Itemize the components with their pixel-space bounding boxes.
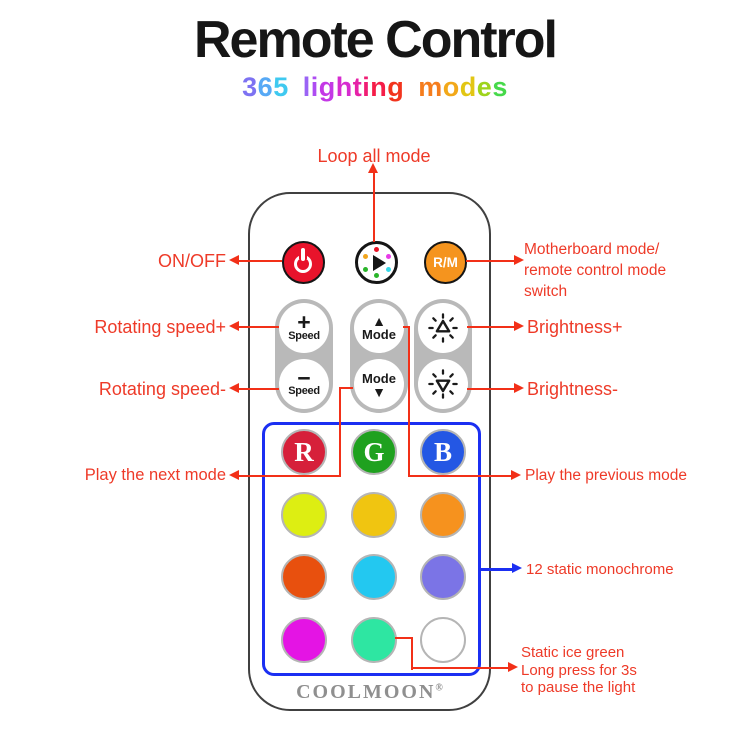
lower-right-color-dot [385, 266, 391, 272]
upper-left-color-dot [362, 253, 368, 259]
speed-minus-line [238, 388, 279, 390]
speed-button-group: + Speed − Speed [275, 299, 333, 413]
monochrome-line [480, 568, 513, 571]
page-title: Remote Control [194, 11, 558, 69]
mode-up-button[interactable]: ▲ Mode [354, 303, 404, 353]
brightness-minus-line [467, 388, 515, 390]
brightness-minus-arrow [514, 383, 524, 393]
magenta-color-button[interactable] [281, 617, 327, 663]
label-12-static-monochrome: 12 static monochrome [526, 561, 674, 578]
onoff-arrow [229, 255, 239, 265]
prev-mode-line [403, 326, 410, 328]
label-rotating-speed-plus: Rotating speed+ [94, 317, 226, 337]
bottom-color-dot [374, 273, 379, 278]
brand-text: COOLMOON [296, 681, 436, 703]
label-motherboard-mode: Motherboard mode/ remote control mode sw… [524, 241, 667, 300]
plus-icon: + [297, 308, 311, 335]
gold-color-button[interactable] [351, 492, 397, 538]
label-loop-all-mode: Loop all mode [317, 146, 431, 166]
next-mode-arrow [229, 470, 239, 480]
motherboard-arrow [514, 255, 524, 265]
orange-color-button[interactable] [420, 492, 466, 538]
white-color-button[interactable] [420, 617, 466, 663]
label-rotating-speed-minus: Rotating speed- [98, 379, 226, 399]
ice-green-line [395, 637, 413, 639]
b-color-button[interactable]: B [420, 429, 466, 475]
triangle-down-icon: ▼ [372, 383, 386, 400]
brightness-down-icon [428, 369, 458, 399]
top-color-dot [374, 247, 379, 252]
bright-yellow-color-button[interactable] [281, 492, 327, 538]
g-color-button[interactable]: G [351, 429, 397, 475]
violet-color-button[interactable] [420, 554, 466, 600]
label-brightness-plus: Brightness+ [527, 317, 623, 337]
monochrome-arrow [512, 563, 522, 573]
rm-mode-switch-button[interactable]: R/M [424, 241, 467, 284]
orange-red-color-button[interactable] [281, 554, 327, 600]
brightness-plus-arrow [514, 321, 524, 331]
speed-plus-line [238, 326, 279, 328]
loop-arrow [368, 163, 378, 173]
prev-mode-arrow [511, 470, 521, 480]
mode-down-button[interactable]: Mode ▼ [354, 359, 404, 409]
play-icon [373, 254, 386, 271]
brightness-plus-button[interactable] [418, 303, 468, 353]
subtitle-word: lighting [302, 72, 405, 102]
subtitle-word: 365 [242, 72, 289, 102]
brand-logo: COOLMOON® [248, 681, 491, 704]
label-static-ice-green: Static ice green Long press for 3s to pa… [521, 644, 637, 696]
label-on-off: ON/OFF [158, 251, 226, 271]
ice-green-arrow [508, 662, 518, 672]
brightness-button-group [414, 299, 472, 413]
minus-icon: − [297, 364, 311, 391]
triangle-up-icon: ▲ [372, 312, 386, 329]
speed-plus-button[interactable]: + Speed [279, 303, 329, 353]
speed-minus-arrow [229, 383, 239, 393]
registered-mark: ® [435, 682, 443, 694]
brightness-up-icon [428, 313, 458, 343]
label-play-previous-mode: Play the previous mode [525, 467, 687, 484]
subtitle-rainbow: 365 lighting modes [0, 72, 750, 103]
upper-right-color-dot [385, 253, 391, 259]
motherboard-line [466, 260, 515, 262]
loop-play-button[interactable] [355, 241, 398, 284]
ice-green-color-button[interactable] [351, 617, 397, 663]
onoff-line [238, 260, 282, 262]
power-button[interactable] [282, 241, 325, 284]
label-brightness-minus: Brightness- [527, 379, 619, 399]
mode-button-group: ▲ Mode Mode ▼ [350, 299, 408, 413]
label-play-next-mode: Play the next mode [84, 466, 226, 484]
brightness-minus-button[interactable] [418, 359, 468, 409]
lower-left-color-dot [362, 266, 368, 272]
static-color-group-outline [262, 422, 481, 676]
subtitle-word: modes [418, 72, 508, 102]
brightness-plus-line [467, 326, 515, 328]
speed-minus-button[interactable]: − Speed [279, 359, 329, 409]
next-mode-line [340, 387, 353, 389]
cyan-color-button[interactable] [351, 554, 397, 600]
loop-line [373, 172, 375, 242]
speed-plus-arrow [229, 321, 239, 331]
r-color-button[interactable]: R [281, 429, 327, 475]
